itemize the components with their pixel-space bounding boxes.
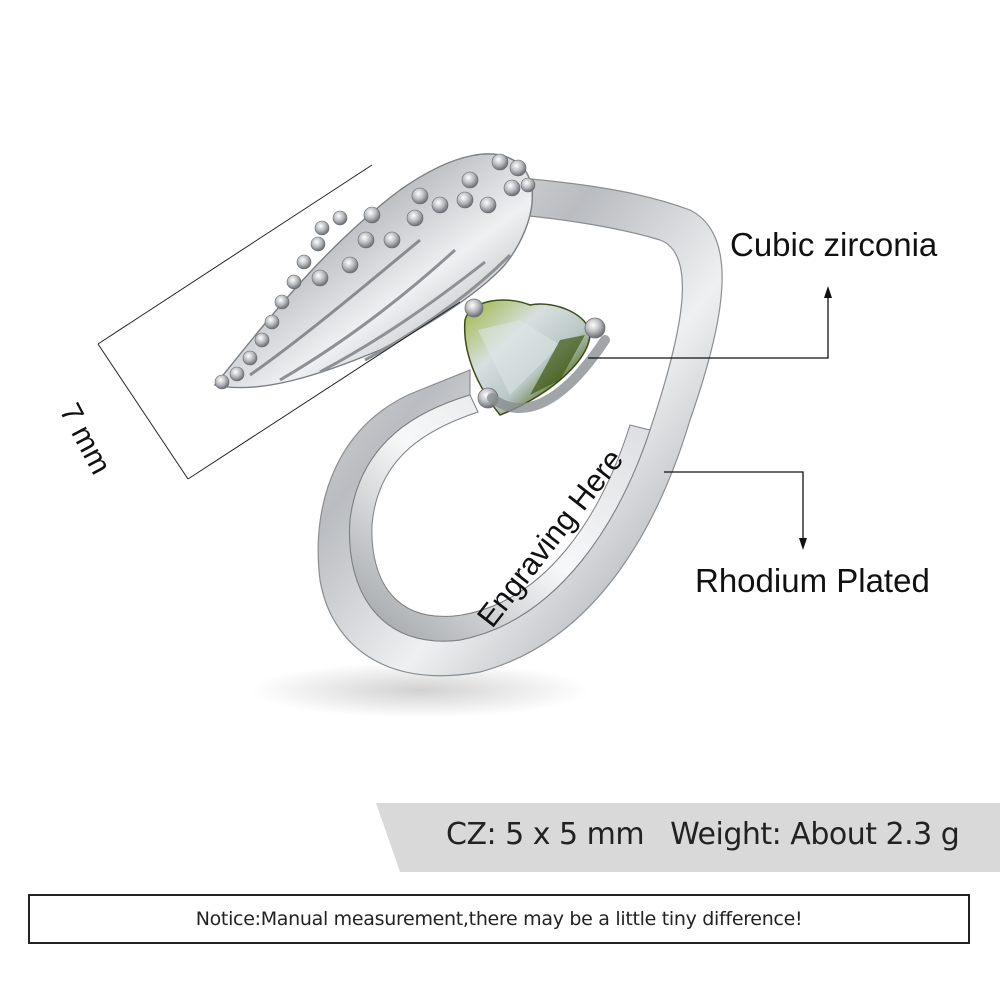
cz-size-spec: CZ: 5 x 5 mm	[446, 817, 645, 852]
heart-cubic-zirconia-stone	[463, 298, 610, 416]
rhodium-plated-leader-line	[664, 471, 807, 550]
ring-band-outer	[317, 177, 723, 677]
weight-spec: Weight: About 2.3 g	[670, 817, 960, 852]
ring-band-inner	[349, 394, 651, 642]
spec-banner: CZ: 5 x 5 mm Weight: About 2.3 g	[376, 803, 1000, 872]
angel-wing	[213, 153, 536, 390]
cubic-zirconia-label: Cubic zirconia	[730, 226, 938, 263]
cubic-zirconia-leader-line	[588, 286, 832, 359]
notice-box: Notice:Manual measurement,there may be a…	[28, 894, 970, 944]
notice-text: Notice:Manual measurement,there may be a…	[195, 908, 803, 930]
wing-beads	[214, 153, 536, 390]
ring-shadow	[250, 662, 590, 718]
spec-banner-background	[376, 803, 1000, 872]
spec-text: CZ: 5 x 5 mm Weight: About 2.3 g	[446, 817, 960, 852]
rhodium-plated-label: Rhodium Plated	[695, 562, 930, 599]
dimension-bracket-7mm	[97, 164, 461, 480]
